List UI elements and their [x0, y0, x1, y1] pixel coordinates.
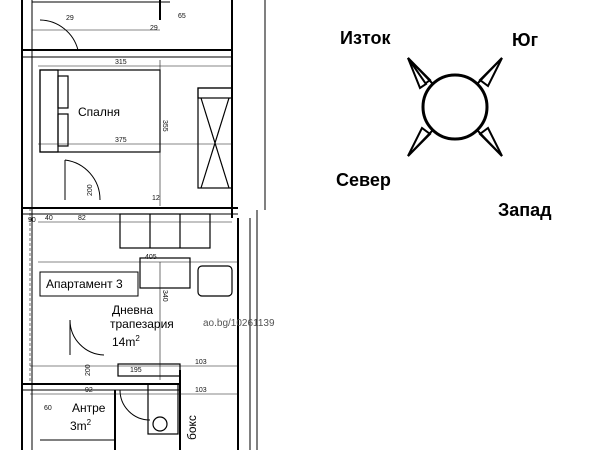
door-bedroom: [64, 159, 101, 201]
compass-label-west: Запад: [498, 200, 552, 220]
dim-405: 405: [145, 254, 157, 261]
door-living: [69, 319, 105, 356]
dim-103b: 103: [195, 387, 207, 394]
room-area-hall: 3m2: [70, 418, 92, 433]
dimension-lines: [29, 29, 238, 395]
sofa: [119, 213, 211, 249]
door-top: [39, 19, 79, 51]
watermark-text: ao.bg/10261139: [203, 318, 275, 329]
dim-29a: 29: [150, 25, 158, 32]
dim-375: 375: [115, 137, 127, 144]
dim-195: 195: [130, 367, 142, 374]
dim-40: 40: [45, 215, 53, 222]
compass-circle: [421, 73, 489, 141]
compass: [407, 57, 503, 157]
dim-12: 12: [152, 195, 160, 202]
room-area-living: 14m2: [112, 334, 140, 349]
compass-label-north: Север: [336, 170, 391, 190]
apartment-label-box: [39, 271, 139, 297]
room-label-apartment: Апартамент 3: [46, 277, 123, 291]
walls: [21, 0, 266, 450]
dim-65: 65: [178, 13, 186, 20]
door-hall: [119, 389, 151, 421]
dim-103a: 103: [195, 359, 207, 366]
dim-60: 60: [44, 405, 52, 412]
dim-200b: 200: [85, 364, 92, 376]
room-label-bedroom: Спалня: [78, 105, 120, 119]
room-label-box: бокс: [185, 415, 199, 440]
room-label-dining: трапезария: [110, 317, 174, 331]
room-label-living: Дневна: [112, 303, 153, 317]
compass-label-south: Юг: [512, 30, 539, 50]
closet-unit: [197, 87, 233, 189]
dim-315: 315: [115, 59, 127, 66]
table: [139, 257, 233, 297]
dim-340: 340: [161, 290, 168, 302]
dim-92: 92: [85, 387, 93, 394]
door-arcs: [39, 19, 151, 421]
kitchenette: [117, 363, 181, 435]
dim-29b: 29: [66, 15, 74, 22]
dimension-labels: 65 315 375 355 405 340 103 103 92 40 82 …: [28, 13, 207, 412]
dim-200a: 200: [87, 184, 94, 196]
dim-355: 355: [161, 120, 168, 132]
dim-82: 82: [78, 215, 86, 222]
room-label-hall: Антре: [72, 401, 106, 415]
compass-label-east: Изток: [340, 28, 391, 48]
dim-90: 90: [28, 217, 36, 224]
